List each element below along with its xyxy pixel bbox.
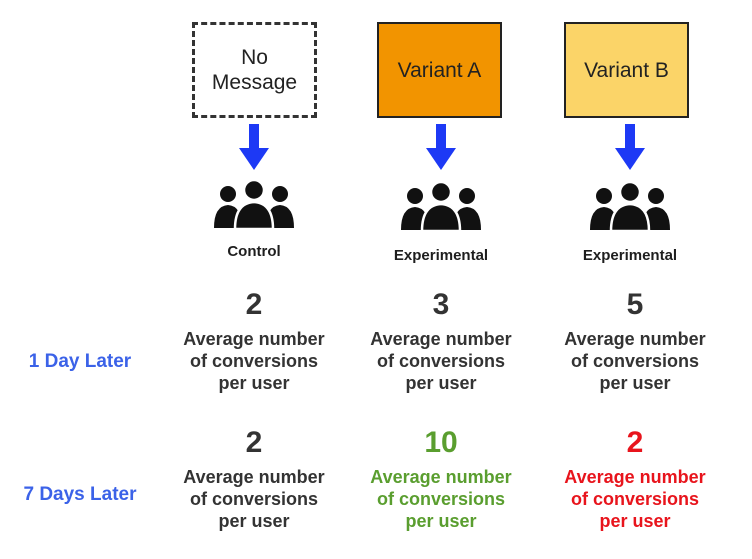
column-variant-b: Variant B Experimental 5 Average number … <box>545 0 725 559</box>
arrow-down-icon <box>239 124 269 170</box>
day7-value-variant-b: 2 <box>626 426 644 459</box>
people-group-icon <box>401 180 481 232</box>
day1-metric-variant-a: Average number of conversions per user <box>370 329 512 393</box>
day7-metric-variant-a: Average number of conversions per user <box>370 467 512 531</box>
row-label-1-day: 1 Day Later <box>28 351 132 372</box>
day1-metric-control: Average number of conversions per user <box>183 329 325 393</box>
people-group-icon <box>214 178 294 230</box>
group-label-control: Control <box>227 243 281 260</box>
column-control: No Message Control 2 Average number of c… <box>164 0 344 559</box>
people-group-icon <box>590 180 670 232</box>
arrow-down-icon <box>426 124 456 170</box>
variant-b-box: Variant B <box>564 22 689 118</box>
arrow-down-icon <box>615 124 645 170</box>
day7-metric-variant-b: Average number of conversions per user <box>564 467 706 531</box>
column-variant-a: Variant A Experimental 3 Average number … <box>351 0 531 559</box>
day7-value-control: 2 <box>245 426 263 459</box>
no-message-box: No Message <box>192 22 317 118</box>
variant-a-box: Variant A <box>377 22 502 118</box>
group-label-experimental-a: Experimental <box>393 247 489 264</box>
row-label-7-days: 7 Days Later <box>23 484 137 505</box>
day7-value-variant-a: 10 <box>424 426 458 459</box>
group-label-experimental-b: Experimental <box>582 247 678 264</box>
day1-value-variant-a: 3 <box>432 288 450 321</box>
day1-metric-variant-b: Average number of conversions per user <box>564 329 706 393</box>
day1-value-variant-b: 5 <box>626 288 644 321</box>
day1-value-control: 2 <box>245 288 263 321</box>
day7-metric-control: Average number of conversions per user <box>183 467 325 531</box>
